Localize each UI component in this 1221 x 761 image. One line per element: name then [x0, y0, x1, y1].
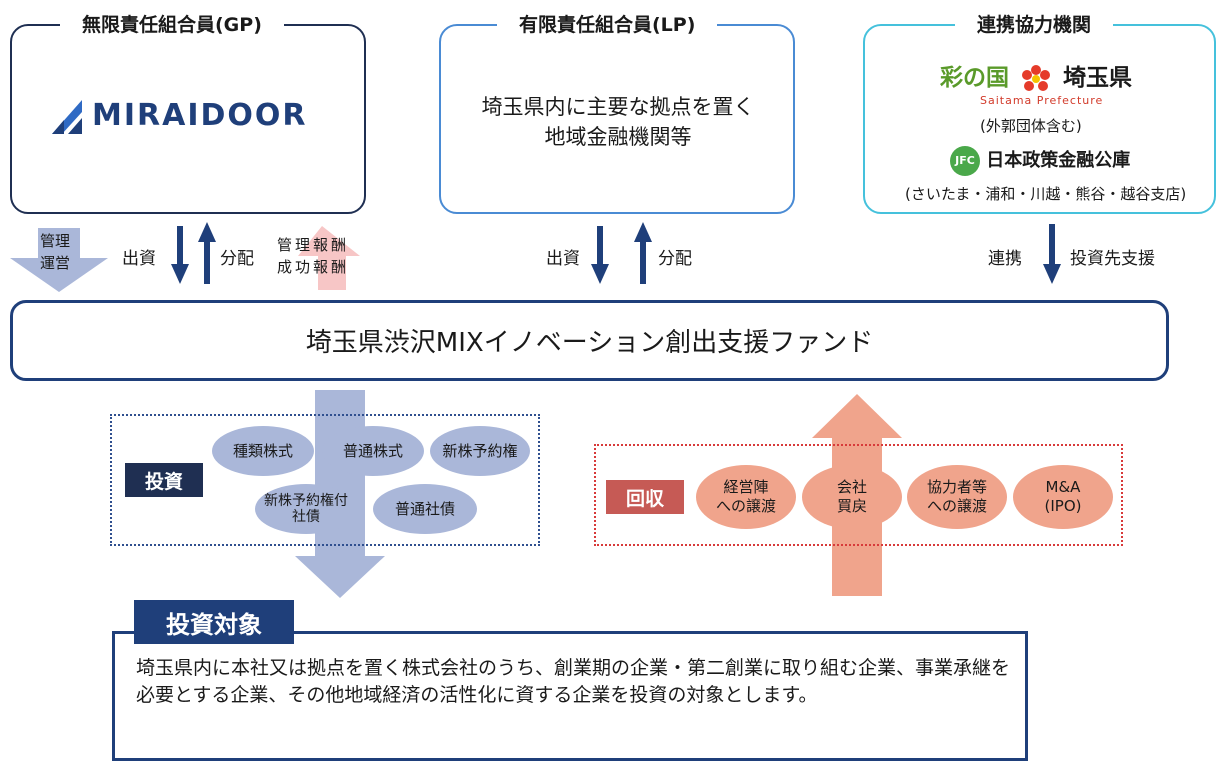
jfc-name: 日本政策金融公庫 [986, 150, 1131, 171]
saitama-note: (外郭団体含む) [980, 117, 1082, 135]
miraidoor-logo: MIRAIDOOR [52, 98, 308, 134]
fee-label: 管理報酬 成功報酬 [277, 234, 349, 278]
target-title: 投資対象 [134, 600, 294, 644]
mgmt-arrow-icon [10, 228, 108, 292]
gp-dist-arrow-shaft [204, 240, 210, 284]
instrument-item: 普通社債 [373, 484, 477, 534]
lp-distribute-label: 分配 [658, 249, 692, 269]
target-body: 埼玉県内に本社又は拠点を置く株式会社のうち、創業期の企業・第二創業に取り組む企業… [136, 657, 1011, 706]
partner-arrow-shaft [1049, 224, 1055, 266]
fee-label-1: 管理報酬 [277, 236, 350, 254]
lp-invest-arrow-shaft [597, 226, 603, 266]
recovery-arrow-icon [812, 394, 902, 438]
fund-box [10, 300, 1169, 381]
saitama-roman: Saitama Prefecture [980, 94, 1104, 107]
partner-support-label: 投資先支援 [1070, 249, 1155, 269]
invest-arrow-icon [295, 556, 385, 598]
partner-title: 連携協力機関 [955, 10, 1114, 37]
mgmt-label-2: 運営 [40, 254, 71, 272]
instrument-item: 普通株式 [322, 426, 424, 476]
saitama-prefix: 彩の国 [940, 65, 1009, 91]
lp-title: 有限責任組合員(LP) [497, 10, 718, 37]
mgmt-label-1: 管理 [40, 232, 71, 250]
recovery-item: M&A (IPO) [1013, 465, 1113, 529]
lp-invest-arrow-icon [591, 264, 609, 284]
lp-dist-arrow-icon [634, 222, 652, 242]
jfc-logo: JFC 日本政策金融公庫 [950, 146, 1130, 176]
lp-description: 埼玉県内に主要な拠点を置く 地域金融機関等 [440, 92, 796, 152]
instrument-item: 種類株式 [212, 426, 314, 476]
flow-arrows [10, 222, 1061, 292]
jfc-badge-icon: JFC [950, 146, 980, 176]
jfc-branches: (さいたま・浦和・川越・熊谷・越谷支店) [905, 185, 1187, 203]
logo-text: MIRAIDOOR [92, 98, 308, 133]
instrument-item: 新株予約権 [430, 426, 530, 476]
fee-label-2: 成功報酬 [277, 258, 350, 276]
recovery-item: 協力者等 への譲渡 [907, 465, 1007, 529]
recovery-item: 経営陣 への譲渡 [696, 465, 796, 529]
partner-link-label: 連携 [988, 249, 1022, 269]
gp-invest-arrow-icon [171, 264, 189, 284]
fee-arrow-icon [298, 226, 360, 290]
lp-invest-label: 出資 [546, 249, 580, 269]
recovery-area [594, 444, 1123, 546]
lp-dist-arrow-shaft [640, 240, 646, 284]
gp-invest-label: 出資 [122, 249, 156, 269]
miraidoor-logo-icon [52, 99, 82, 134]
fund-name: 埼玉県渋沢MIXイノベーション創出支援ファンド [305, 328, 874, 358]
gp-distribute-label: 分配 [220, 249, 254, 269]
recovery-item: 会社 買戻 [802, 465, 902, 529]
saitama-emblem-icon [1022, 64, 1051, 91]
lp-line-1: 埼玉県内に主要な拠点を置く [481, 95, 755, 119]
investment-tag: 投資 [125, 463, 203, 497]
gp-title: 無限責任組合員(GP) [60, 10, 284, 37]
gp-invest-arrow-shaft [177, 226, 183, 266]
investment-area [110, 414, 540, 546]
mgmt-label: 管理 運営 [40, 230, 70, 274]
lp-line-2: 地域金融機関等 [544, 125, 692, 149]
saitama-name: 埼玉県 [1063, 65, 1133, 91]
saitama-logo: 彩の国 埼玉県 [940, 58, 1132, 94]
recovery-tag: 回収 [606, 480, 684, 514]
instrument-item: 新株予約権付 社債 [255, 484, 357, 534]
partner-arrow-icon [1043, 264, 1061, 284]
gp-dist-arrow-icon [198, 222, 216, 242]
